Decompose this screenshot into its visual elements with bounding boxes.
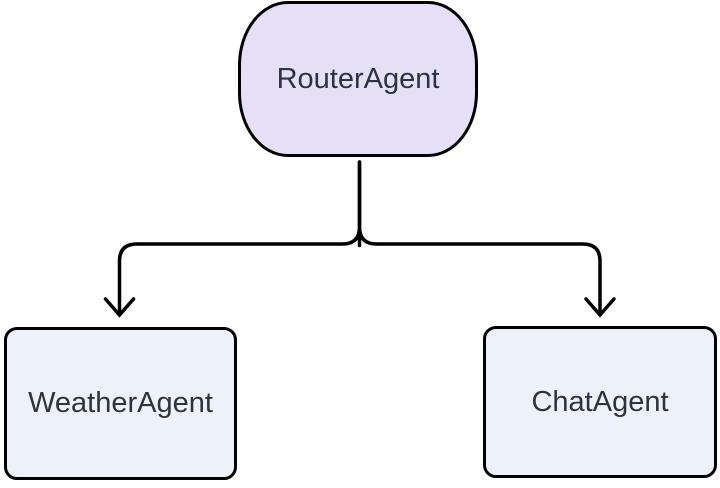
edge-router-to-chatagent: [357, 160, 602, 313]
node-router-agent: RouterAgent: [238, 1, 478, 157]
node-weather-agent: WeatherAgent: [4, 327, 237, 480]
arrowhead-weatheragent-icon: [103, 297, 136, 318]
node-chat-agent-label: ChatAgent: [531, 385, 669, 418]
node-router-agent-label: RouterAgent: [276, 62, 440, 95]
node-weather-agent-label: WeatherAgent: [28, 387, 213, 420]
arrowhead-chatagent-icon: [584, 297, 616, 318]
node-chat-agent: ChatAgent: [483, 326, 717, 478]
edge-router-to-weatheragent: [117, 160, 362, 313]
